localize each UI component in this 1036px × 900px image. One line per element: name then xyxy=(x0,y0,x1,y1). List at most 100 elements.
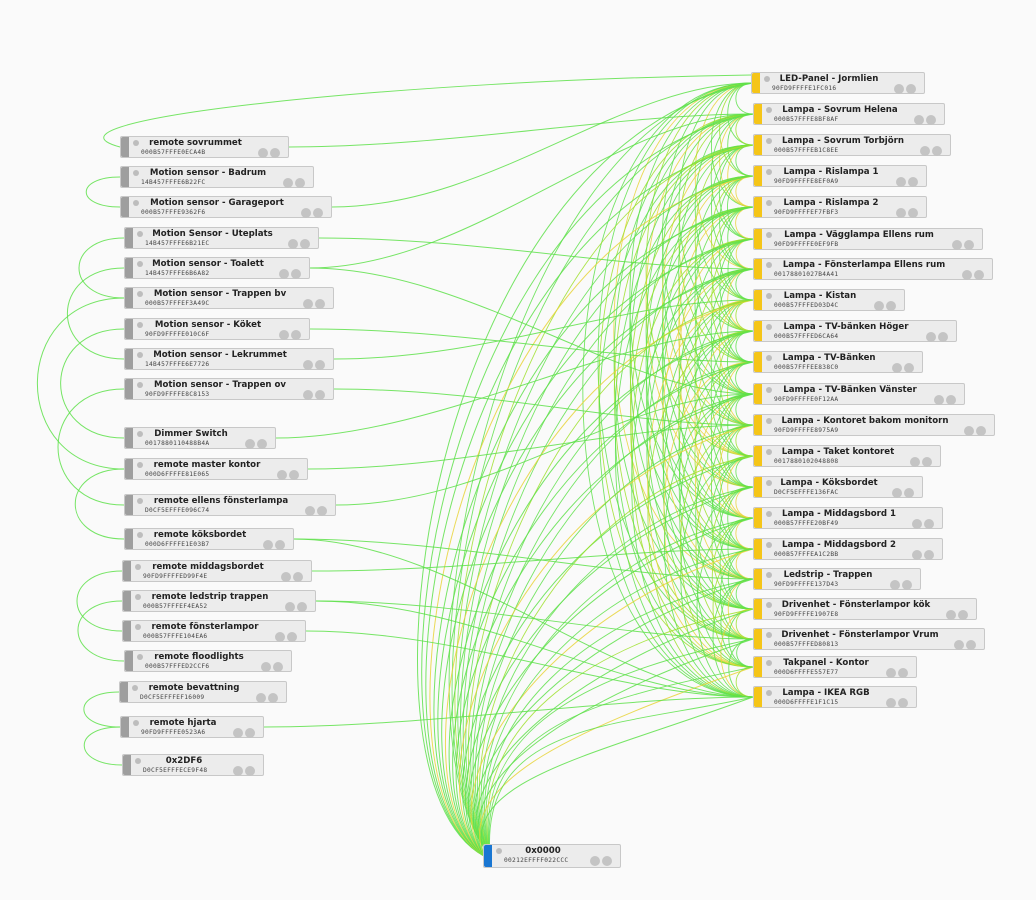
device-type-bar xyxy=(754,539,762,559)
node-mac: 90FD9FFFFE1FC016 xyxy=(772,85,837,92)
light-mesh-link xyxy=(711,206,754,332)
device-type-bar xyxy=(125,379,133,399)
node-ports-icon xyxy=(924,327,948,342)
node-ledstrip-trappen[interactable]: Ledstrip - Trappen 90FD9FFFFE137D43 xyxy=(753,568,921,590)
status-led-icon xyxy=(137,231,143,237)
node-remote-fonsterlampor[interactable]: remote fönsterlampor 000B57FFFE104EA6 xyxy=(122,620,306,642)
node-ports-icon xyxy=(301,385,325,400)
node-remote-master-kontor[interactable]: remote master kontor 000D6FFFFE81E065 xyxy=(124,458,308,480)
node-lampa-middagsbord-1[interactable]: Lampa - Middagsbord 1 000B57FFFE20BF49 xyxy=(753,507,943,529)
node-mac: 000B57FFFE9362F6 xyxy=(141,209,206,216)
node-lampa-koksbordet[interactable]: Lampa - Köksbordet D0CF5EFFFE136FAC xyxy=(753,476,923,498)
node-mac: 00178801027B4A41 xyxy=(774,271,839,278)
node-mac: 000D6FFFFE1E03B7 xyxy=(145,541,210,548)
node-lampa-kistan[interactable]: Lampa - Kistan 000B57FFFED03D4C xyxy=(753,289,905,311)
coordinator-link xyxy=(488,666,754,857)
node-name: Lampa - Middagsbord 1 xyxy=(781,509,896,519)
node-lampa-sovrum-torbjorn[interactable]: Lampa - Sovrum Torbjörn 000B57FFFEB1C8EE xyxy=(753,134,951,156)
device-type-bar xyxy=(484,845,492,867)
node-ports-icon xyxy=(910,545,934,560)
coordinator-link xyxy=(478,455,754,857)
remote-link xyxy=(83,726,123,766)
node-name: remote middagsbordet xyxy=(152,562,264,572)
light-mesh-link xyxy=(678,361,754,610)
node-remote-bevattning[interactable]: remote bevattning D0CF5EFFFEF16009 xyxy=(119,681,287,703)
coordinator-link xyxy=(467,517,754,857)
node-motion-uteplats[interactable]: Motion Sensor - Uteplats 14B457FFFE6B21E… xyxy=(124,227,319,249)
node-motion-garageport[interactable]: Motion sensor - Garageport 000B57FFFE936… xyxy=(120,196,332,218)
node-remote-ellens-fonsterlampa[interactable]: remote ellens fönsterlampa D0CF5EFFFE096… xyxy=(124,494,336,516)
node-name: remote floodlights xyxy=(154,652,244,662)
light-mesh-link xyxy=(711,144,754,270)
node-lampa-taket-kontoret[interactable]: Lampa - Taket kontoret 0017880102048808 xyxy=(753,445,941,467)
node-motion-trappen-ov[interactable]: Motion sensor - Trappen ov 90FD9FFFFE8C8… xyxy=(124,378,334,400)
node-drivenhet-fonsterlampor-vrum[interactable]: Drivenhet - Fönsterlampor Vrum 000B57FFF… xyxy=(753,628,985,650)
node-mac: 90FD9FFFFE010C6F xyxy=(145,331,210,338)
status-led-icon xyxy=(135,624,141,630)
node-lampa-tv-banken-hoger[interactable]: Lampa - TV-bänken Höger 000B57FFFED6CA64 xyxy=(753,320,957,342)
status-led-icon xyxy=(766,232,772,238)
node-ports-icon xyxy=(256,143,280,158)
remote-link xyxy=(309,113,754,269)
node-motion-trappen-bv[interactable]: Motion sensor - Trappen bv 000B57FFFEF3A… xyxy=(124,287,334,309)
node-lampa-sovrum-helena[interactable]: Lampa - Sovrum Helena 000B57FFFE8BF8AF xyxy=(753,103,945,125)
node-drivenhet-fonsterlampor-kok[interactable]: Drivenhet - Fönsterlampor kök 90FD9FFFFE… xyxy=(753,598,977,620)
node-lampa-tv-banken-vanster[interactable]: Lampa - TV-Bänken Vänster 90FD9FFFFE0F12… xyxy=(753,383,965,405)
coordinator-link xyxy=(451,113,754,857)
node-ports-icon xyxy=(932,390,956,405)
node-name: Drivenhet - Fönsterlampor kök xyxy=(781,600,931,610)
node-motion-koket[interactable]: Motion sensor - Köket 90FD9FFFFE010C6F xyxy=(124,318,310,340)
node-0x2df6[interactable]: 0x2DF6 D0CF5EFFFECE9F48 xyxy=(122,754,264,776)
node-lampa-rislampa-1[interactable]: Lampa - Rislampa 1 90FD9FFFFE8EF0A9 xyxy=(753,165,927,187)
node-ports-icon xyxy=(279,567,303,582)
node-lampa-fonsterlampa-ellens-rum[interactable]: Lampa - Fönsterlampa Ellens rum 00178801… xyxy=(753,258,993,280)
node-remote-middagsbordet[interactable]: remote middagsbordet 90FD9FFFFED99F4E xyxy=(122,560,312,582)
node-name: LED-Panel - Jormlien xyxy=(779,74,879,84)
remote-link xyxy=(275,330,754,439)
node-motion-lekrummet[interactable]: Motion sensor - Lekrummet 14B457FFFE6E77… xyxy=(124,348,334,370)
status-led-icon xyxy=(766,200,772,206)
node-motion-badrum[interactable]: Motion sensor - Badrum 14B457FFFE6B22FC xyxy=(120,166,314,188)
status-led-icon xyxy=(766,262,772,268)
coordinator-link xyxy=(462,238,754,857)
node-remote-ledstrip-trappen[interactable]: remote ledstrip trappen 000B57FFFEF4EA52 xyxy=(122,590,316,612)
node-led-panel-jormlien[interactable]: LED-Panel - Jormlien 90FD9FFFFE1FC016 xyxy=(751,72,925,94)
node-dimmer-switch[interactable]: Dimmer Switch 0017880110488B4A xyxy=(124,427,276,449)
light-mesh-link xyxy=(629,113,754,550)
coordinator-link xyxy=(465,268,754,857)
node-mac: 90FD9FFFFE137D43 xyxy=(774,581,839,588)
status-led-icon xyxy=(133,170,139,176)
node-remote-floodlights[interactable]: remote floodlights 000B57FFFED2CCF6 xyxy=(124,650,292,672)
node-ports-icon xyxy=(281,173,305,188)
coordinator-link xyxy=(487,638,754,857)
node-lampa-ikea-rgb[interactable]: Lampa - IKEA RGB 000D6FFFFE1F1C15 xyxy=(753,686,917,708)
node-name: Motion Sensor - Uteplats xyxy=(152,229,273,239)
node-ports-icon xyxy=(884,663,908,678)
node-name: Lampa - Kontoret bakom monitorn xyxy=(781,416,949,426)
node-lampa-tv-banken[interactable]: Lampa - TV-Bänken 000B57FFFEE838C0 xyxy=(753,351,923,373)
status-led-icon xyxy=(137,382,143,388)
device-type-bar xyxy=(125,459,133,479)
node-mac: 90FD9FFFFEF7FBF3 xyxy=(774,209,839,216)
node-remote-sovrummet[interactable]: remote sovrummet 000B57FFFE0ECA4B xyxy=(120,136,289,158)
node-remote-koksbordet[interactable]: remote köksbordet 000D6FFFFE1E03B7 xyxy=(124,528,294,550)
node-lampa-rislampa-2[interactable]: Lampa - Rislampa 2 90FD9FFFFEF7FBF3 xyxy=(753,196,927,218)
device-type-bar xyxy=(754,259,762,279)
node-motion-toalett[interactable]: Motion sensor - Toalett 14B457FFFE6B6A82 xyxy=(124,257,310,279)
node-mac: 000B57FFFE104EA6 xyxy=(143,633,208,640)
node-mac: 000B57FFFEF3A49C xyxy=(145,300,210,307)
coordinator-link xyxy=(421,113,754,857)
node-lampa-kontoret-bakom-monitorn[interactable]: Lampa - Kontoret bakom monitorn 90FD9FFF… xyxy=(753,414,995,436)
node-coordinator[interactable]: 0x0000 00212EFFFF022CCC xyxy=(483,844,621,868)
node-ports-icon xyxy=(273,627,297,642)
device-type-bar xyxy=(120,682,128,702)
node-remote-hjarta[interactable]: remote hjarta 90FD9FFFFE0523A6 xyxy=(120,716,264,738)
remote-link xyxy=(315,600,754,640)
status-led-icon xyxy=(766,169,772,175)
node-lampa-vagglampa-ellens-rum[interactable]: Lampa - Vägglampa Ellens rum 90FD9FFFFE0… xyxy=(753,228,983,250)
status-led-icon xyxy=(137,352,143,358)
node-lampa-middagsbord-2[interactable]: Lampa - Middagsbord 2 000B57FFFEA1C2BB xyxy=(753,538,943,560)
node-takpanel-kontor[interactable]: Takpanel - Kontor 000D6FFFFE557E77 xyxy=(753,656,917,678)
node-name: Lampa - Middagsbord 2 xyxy=(781,540,896,550)
device-type-bar xyxy=(125,529,133,549)
